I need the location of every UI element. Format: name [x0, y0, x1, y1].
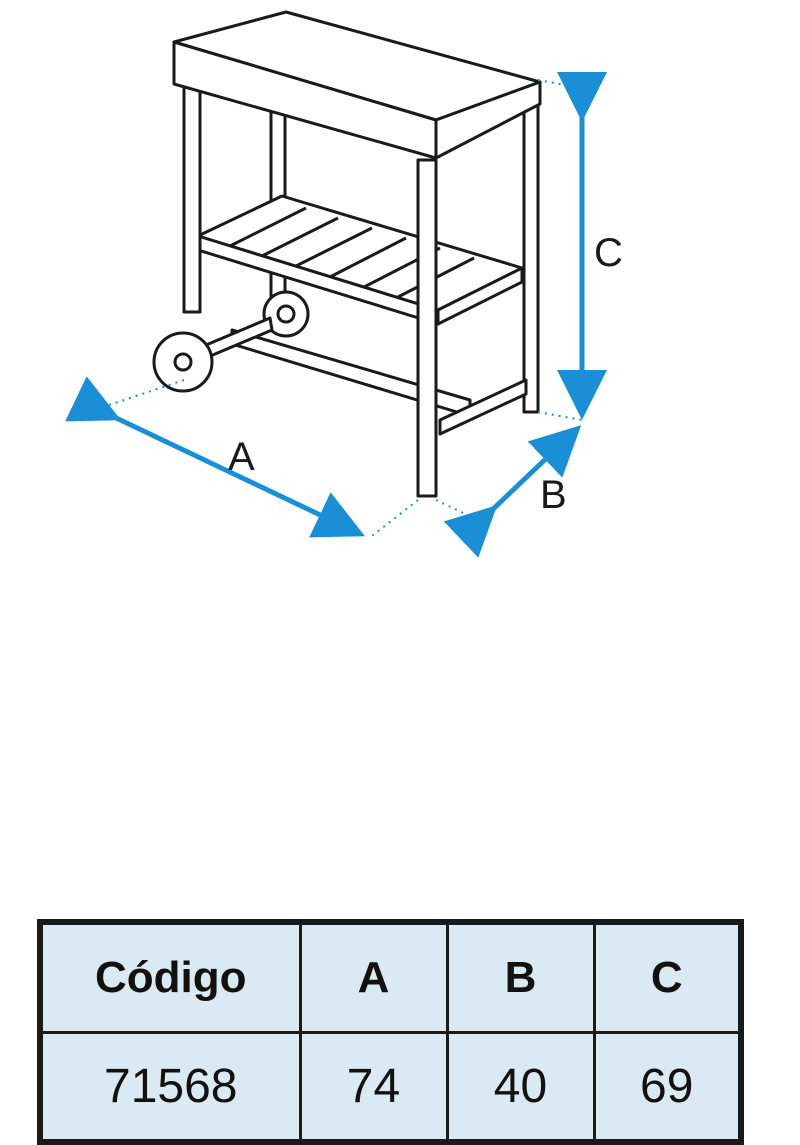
cell-b: 40 — [445, 1031, 596, 1144]
header-codigo: Código — [38, 920, 302, 1034]
dimension-a-label: A — [228, 435, 255, 479]
dimension-a-arrow — [65, 376, 366, 538]
trolley-dimension-diagram: A B C — [65, 10, 623, 558]
cell-c: 69 — [592, 1031, 743, 1144]
table-row: 71568 74 40 69 — [38, 1031, 743, 1144]
dimension-b-arrow — [443, 425, 582, 558]
dimension-b-label: B — [540, 473, 567, 517]
header-a: A — [298, 920, 449, 1034]
trolley-icon — [152, 10, 542, 498]
dimension-c-label: C — [594, 231, 623, 275]
header-b: B — [445, 920, 596, 1034]
table-header-row: Código A B C — [38, 920, 743, 1034]
dimensions-table: Código A B C 71568 74 40 69 — [37, 919, 744, 1145]
cell-a: 74 — [298, 1031, 449, 1144]
cell-codigo: 71568 — [38, 1031, 302, 1144]
header-c: C — [592, 920, 743, 1034]
